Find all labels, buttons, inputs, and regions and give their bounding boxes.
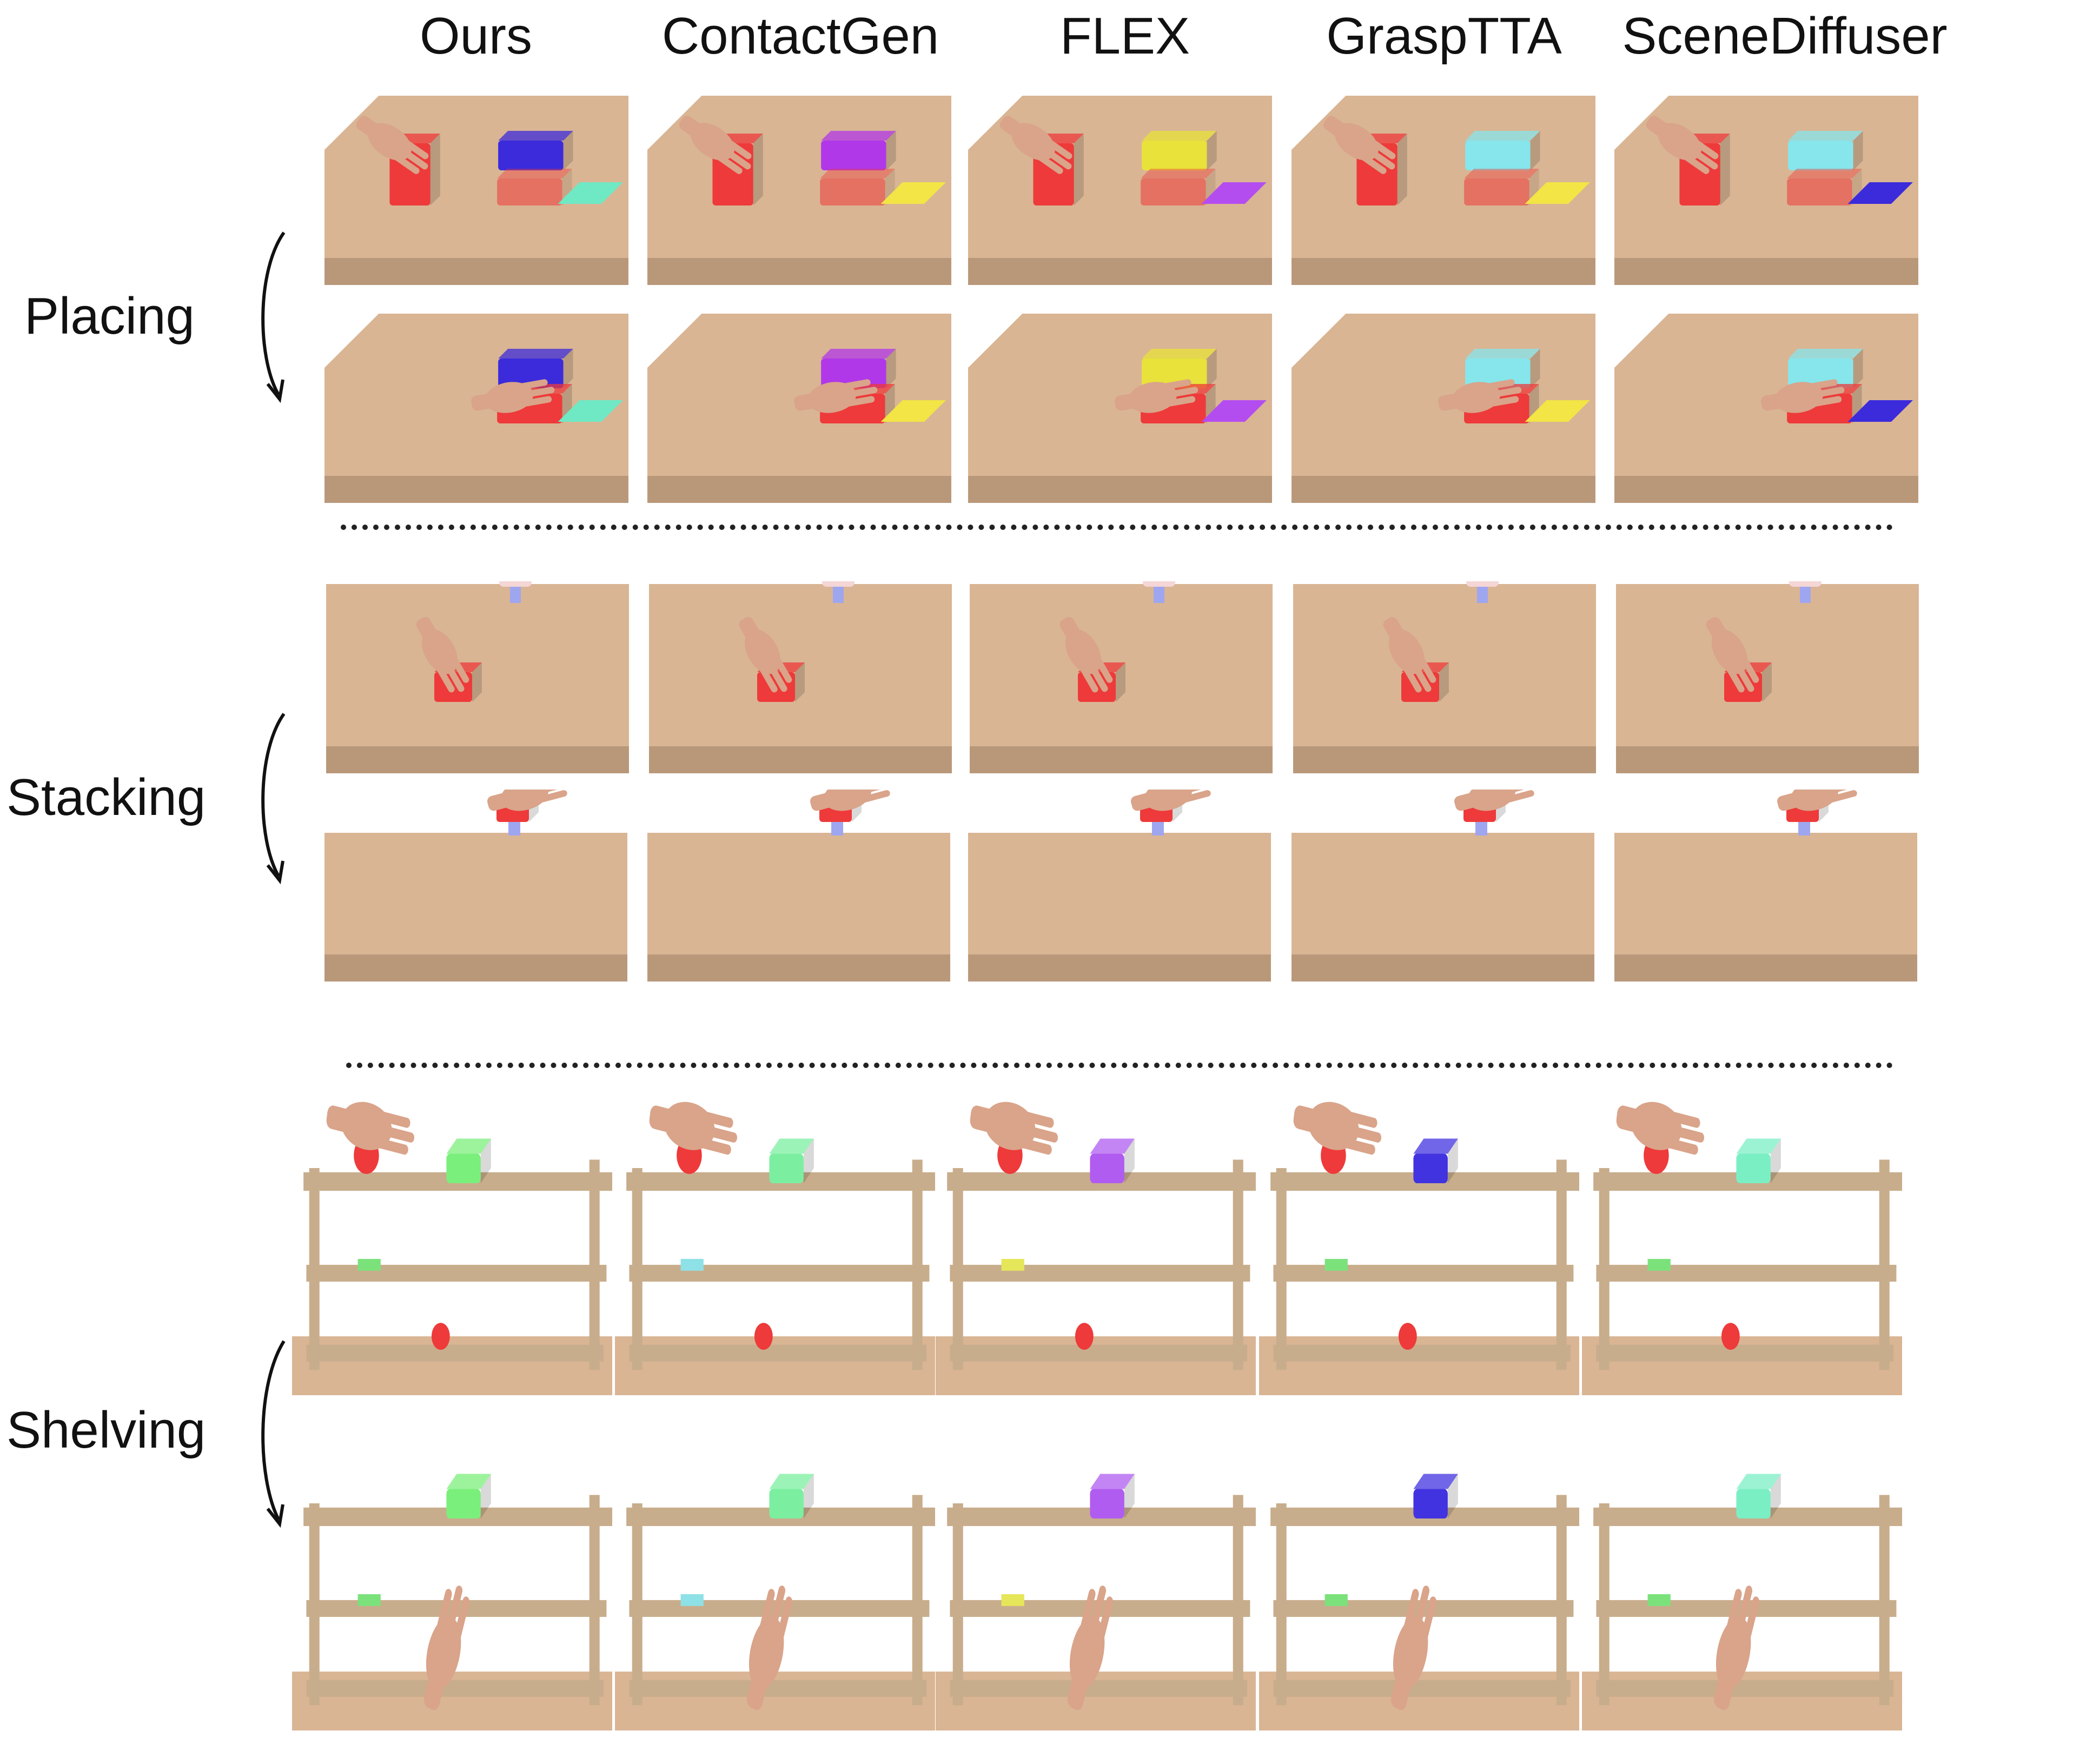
column-header-ours: Ours bbox=[419, 7, 533, 65]
shelving-before-panel-0 bbox=[292, 1092, 612, 1395]
stacking-before-panel-1 bbox=[649, 581, 952, 776]
column-header-contactgen: ContactGen bbox=[661, 7, 939, 65]
shelving-after-panel-3 bbox=[1259, 1428, 1579, 1730]
task-label-stacking: Stacking bbox=[6, 768, 206, 826]
stacking-arrow-icon bbox=[261, 713, 286, 885]
placing-arrow-icon bbox=[261, 231, 286, 403]
placing-before-panel-4 bbox=[1614, 93, 1918, 288]
placing-before-panel-3 bbox=[1292, 93, 1595, 288]
column-header-scenediffuser: SceneDiffuser bbox=[1622, 7, 1948, 65]
column-header-flex: FLEX bbox=[1059, 7, 1190, 65]
stacking-after-panel-0 bbox=[324, 790, 627, 984]
stacking-before-panel-3 bbox=[1293, 581, 1596, 776]
placing-before-panel-0 bbox=[324, 93, 628, 288]
shelving-after-panel-1 bbox=[615, 1428, 935, 1730]
stacking-after-panel-2 bbox=[968, 790, 1271, 984]
stacking-before-panel-4 bbox=[1616, 581, 1919, 776]
shelving-after-panel-4 bbox=[1582, 1428, 1902, 1730]
placing-after-panel-4 bbox=[1614, 311, 1918, 506]
column-header-grasptta: GraspTTA bbox=[1326, 7, 1562, 65]
placing-after-panel-1 bbox=[647, 311, 951, 506]
stacking-after-panel-4 bbox=[1614, 790, 1917, 984]
task-label-shelving: Shelving bbox=[6, 1401, 206, 1459]
shelving-before-panel-3 bbox=[1259, 1092, 1579, 1395]
shelving-after-panel-2 bbox=[936, 1428, 1256, 1730]
placing-after-panel-0 bbox=[324, 311, 628, 506]
placing-before-panel-1 bbox=[647, 93, 951, 288]
shelving-before-panel-4 bbox=[1582, 1092, 1902, 1395]
shelving-before-panel-1 bbox=[615, 1092, 935, 1395]
placing-before-panel-2 bbox=[968, 93, 1272, 288]
stacking-before-panel-0 bbox=[326, 581, 629, 776]
separator-stacking-shelving bbox=[346, 1063, 1893, 1068]
stacking-after-panel-3 bbox=[1292, 790, 1594, 984]
stacking-after-panel-1 bbox=[647, 790, 950, 984]
placing-after-panel-3 bbox=[1292, 311, 1595, 506]
task-label-placing: Placing bbox=[24, 287, 195, 345]
shelving-before-panel-2 bbox=[936, 1092, 1256, 1395]
shelving-arrow-icon bbox=[261, 1340, 286, 1528]
shelving-after-panel-0 bbox=[292, 1428, 612, 1730]
stacking-before-panel-2 bbox=[970, 581, 1273, 776]
placing-after-panel-2 bbox=[968, 311, 1272, 506]
separator-placing-stacking bbox=[341, 525, 1893, 530]
